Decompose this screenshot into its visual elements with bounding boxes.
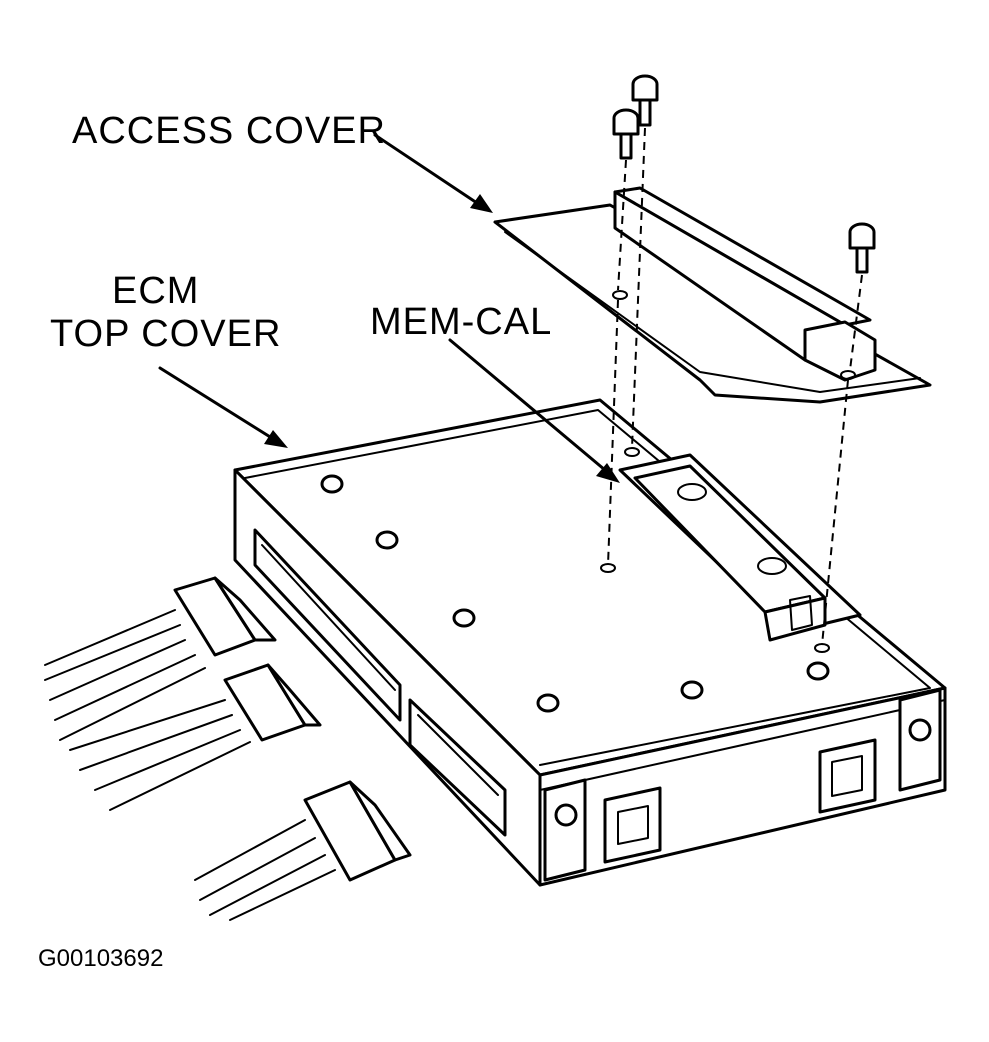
mounting-tabs [543, 688, 942, 882]
ecm-label-line2: TOP COVER [50, 313, 282, 355]
harness-connector-2 [69, 663, 322, 811]
figure-code: G00103692 [38, 945, 164, 972]
screw-2 [612, 108, 640, 160]
ecm-label-line1: ECM [112, 270, 200, 312]
screw-3 [848, 222, 876, 274]
connector-sockets [253, 528, 507, 837]
alignment-lines [607, 127, 863, 646]
harness-connector-1 [44, 576, 277, 741]
memcal-module [618, 453, 862, 642]
access-cover-plate [493, 186, 932, 404]
harness-connector-3 [194, 780, 412, 921]
top-cover-bosses [320, 447, 830, 713]
access-cover-label: ACCESS COVER [72, 110, 386, 152]
leader-arrows [158, 133, 620, 483]
memcal-label: MEM-CAL [370, 301, 553, 343]
screw-1 [631, 74, 659, 127]
